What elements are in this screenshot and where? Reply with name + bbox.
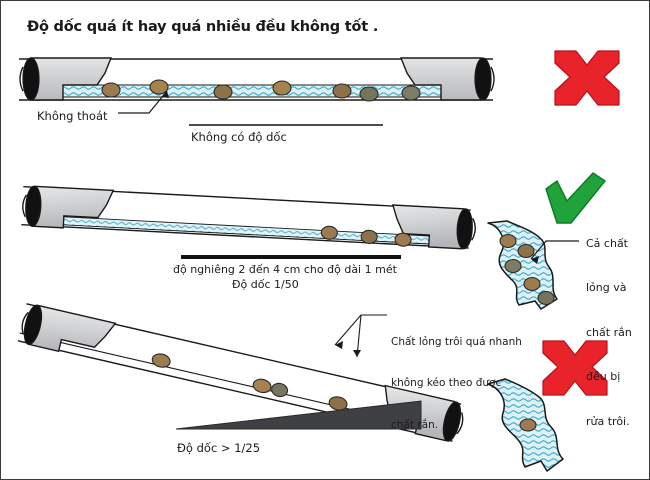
label-do-nghieng: độ nghiêng 2 đến 4 cm cho độ dài 1 mét bbox=[173, 263, 397, 276]
callout-leader-result bbox=[530, 240, 579, 264]
label-chat-long-troi-nhanh: Chất lỏng trôi quá nhanh không kéo theo … bbox=[391, 308, 522, 460]
pipe-horizontal bbox=[19, 57, 495, 102]
note-line-3: chất rắn. bbox=[391, 418, 439, 431]
pipe-end-right bbox=[391, 204, 476, 250]
solid-particles bbox=[320, 225, 412, 247]
callout-leader-note bbox=[334, 314, 387, 358]
pipe-end-right bbox=[399, 57, 495, 101]
solid-particles bbox=[101, 79, 421, 102]
result-line-3: chất rắn bbox=[586, 325, 632, 339]
cross-icon bbox=[554, 50, 620, 106]
discharge-stream bbox=[487, 220, 558, 310]
callout-leader-khong-thoat bbox=[118, 90, 169, 114]
diagram-correct-slope bbox=[21, 172, 606, 310]
label-do-doc-1-50: Độ dốc 1/50 bbox=[232, 278, 299, 291]
slope-wedge-shape bbox=[175, 400, 422, 430]
pipe-end-left bbox=[22, 185, 115, 229]
diagram-no-slope bbox=[19, 50, 620, 126]
label-khong-thoat: Không thoát bbox=[37, 109, 108, 123]
page-title: Độ dốc quá ít hay quá nhiều đều không tố… bbox=[27, 19, 379, 35]
result-line-2: lỏng và bbox=[586, 281, 627, 295]
note-line-1: Chất lỏng trôi quá nhanh bbox=[391, 335, 522, 348]
result-line-4: đều bị bbox=[586, 370, 621, 384]
label-ket-qua-rua-troi: Cả chất lỏng và chất rắn đều bị rửa trôi… bbox=[586, 207, 632, 459]
cross-icon bbox=[542, 340, 608, 396]
discharge-stream bbox=[487, 378, 564, 472]
result-line-1: Cả chất bbox=[586, 236, 628, 250]
pipe-end-left bbox=[21, 304, 117, 353]
check-icon bbox=[545, 172, 606, 224]
label-do-doc-1-25: Độ dốc > 1/25 bbox=[177, 441, 261, 455]
solid-particles bbox=[151, 353, 348, 411]
result-line-5: rửa trôi. bbox=[586, 414, 630, 428]
diagram-too-steep bbox=[17, 303, 608, 472]
label-khong-co-do-doc: Không có độ dốc bbox=[191, 130, 287, 144]
note-line-2: không kéo theo được bbox=[391, 377, 502, 390]
pipe-end-left bbox=[19, 57, 113, 101]
